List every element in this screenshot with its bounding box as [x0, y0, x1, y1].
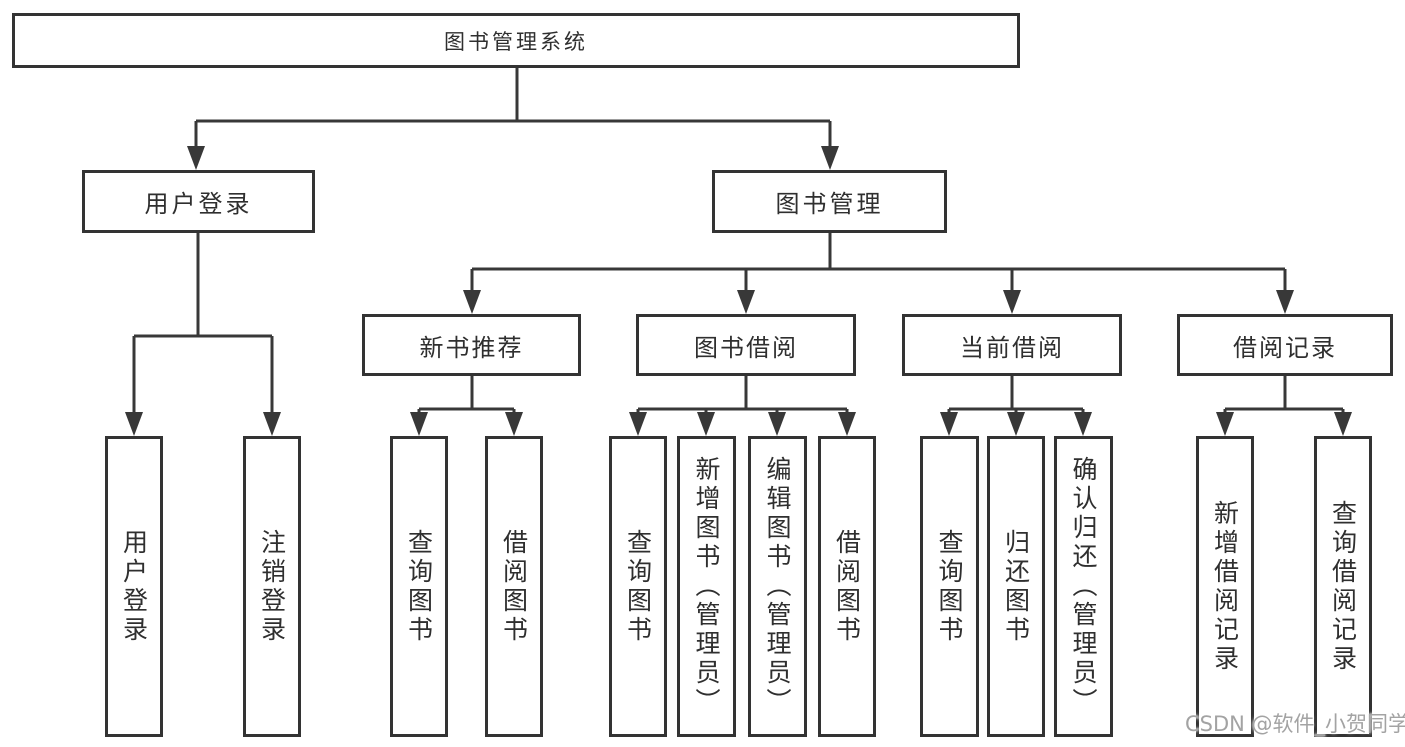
node-book-management-label: 图书管理	[775, 190, 884, 218]
leaf-query-borrow-record-label: 查询借阅记录	[1328, 499, 1358, 674]
leaf-confirm-return-admin-label: 确认归还（管理员）	[1069, 456, 1098, 717]
leaf-return-book: 归还图书	[987, 436, 1045, 737]
node-book-borrow: 图书借阅	[636, 314, 856, 376]
node-root-label: 图书管理系统	[444, 29, 588, 54]
watermark: CSDN @软件_小贺同学	[1185, 712, 1405, 736]
node-new-book-recommend: 新书推荐	[362, 314, 581, 376]
node-borrow-records-label: 借阅记录	[1233, 333, 1337, 362]
arrowheads	[125, 146, 1352, 436]
leaf-user-login: 用户登录	[105, 436, 163, 737]
node-borrow-records: 借阅记录	[1177, 314, 1393, 376]
leaf-edit-book-admin: 编辑图书（管理员）	[748, 436, 807, 737]
node-user-login-label: 用户登录	[144, 190, 253, 218]
leaf-query-books-borrow-label: 查询图书	[623, 528, 653, 645]
leaf-edit-book-admin-label: 编辑图书（管理员）	[763, 456, 792, 717]
node-current-borrow-label: 当前借阅	[960, 333, 1064, 362]
leaf-query-books-current-label: 查询图书	[935, 528, 964, 645]
leaf-query-books-recommend-label: 查询图书	[404, 528, 434, 645]
leaf-add-book-admin: 新增图书（管理员）	[677, 436, 736, 737]
node-user-login: 用户登录	[82, 170, 315, 233]
node-book-management: 图书管理	[712, 170, 947, 233]
leaf-user-login-label: 用户登录	[119, 528, 149, 645]
leaf-query-borrow-record: 查询借阅记录	[1314, 436, 1372, 737]
leaf-borrow-books-recommend: 借阅图书	[485, 436, 543, 737]
leaf-logout-label: 注销登录	[257, 528, 287, 645]
leaf-borrow-books-recommend-label: 借阅图书	[499, 528, 529, 645]
node-current-borrow: 当前借阅	[902, 314, 1122, 376]
leaf-logout: 注销登录	[243, 436, 301, 737]
leaf-add-book-admin-label: 新增图书（管理员）	[692, 456, 721, 717]
node-root: 图书管理系统	[12, 13, 1020, 68]
leaf-return-book-label: 归还图书	[1001, 528, 1031, 645]
leaf-add-borrow-record-label: 新增借阅记录	[1210, 499, 1240, 674]
leaf-query-books-borrow: 查询图书	[609, 436, 667, 737]
leaf-add-borrow-record: 新增借阅记录	[1196, 436, 1254, 737]
leaf-borrow-books: 借阅图书	[818, 436, 876, 737]
leaf-confirm-return-admin: 确认归还（管理员）	[1054, 436, 1113, 737]
leaf-borrow-books-label: 借阅图书	[832, 528, 862, 645]
leaf-query-books-recommend: 查询图书	[390, 436, 448, 737]
node-new-book-recommend-label: 新书推荐	[419, 333, 524, 362]
node-book-borrow-label: 图书借阅	[694, 333, 798, 362]
leaf-query-books-current: 查询图书	[920, 436, 979, 737]
